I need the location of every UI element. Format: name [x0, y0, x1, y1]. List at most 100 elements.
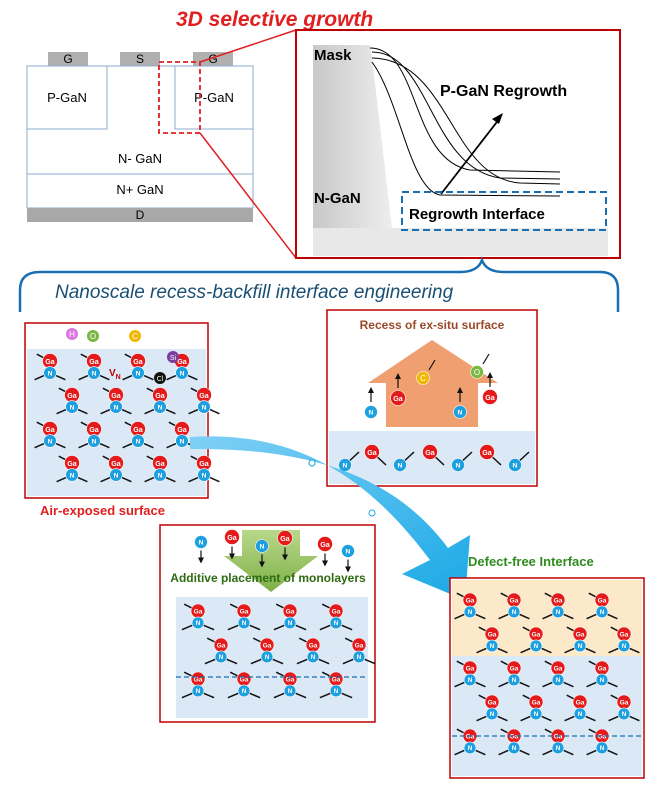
deposition-arrowhead [345, 566, 351, 573]
n-atom-label: N [219, 654, 224, 661]
n-atom-label: N [136, 370, 141, 377]
flow-step-marker-1 [308, 459, 316, 467]
n-atom [87, 366, 101, 380]
substrate-layer-bg [452, 656, 642, 776]
n-atom [451, 458, 465, 472]
n-atom-label: N [456, 462, 461, 469]
desorption-arrowhead [457, 387, 463, 393]
n-atom-label: N [242, 688, 247, 695]
ga-atom [364, 444, 380, 460]
drain-contact [27, 208, 253, 222]
ga-atom-label: Ga [133, 358, 143, 366]
pgan-left-region [26, 65, 108, 130]
n-atom [341, 544, 355, 558]
contaminant-label: O [474, 368, 480, 377]
defect-free-lattice: GaNGaNGaNGaNGaNGaNGaNGaNGaNGaNGaNGaNGaNG… [454, 592, 640, 756]
n-atom-label: N [556, 677, 561, 684]
n-atom [43, 366, 57, 380]
ga-atom-label: Ga [155, 392, 165, 400]
ga-atom [317, 536, 333, 552]
n-atom-label: N [512, 677, 517, 684]
ga-atom-label: Ga [554, 666, 563, 673]
air-exposed-caption: Air-exposed surface [40, 503, 165, 518]
figure-title: 3D selective growth [176, 8, 373, 31]
n-atom [109, 468, 123, 482]
oxygen-label: O [90, 332, 96, 341]
ga-atom [422, 444, 438, 460]
ga-atom-label: Ga [263, 643, 272, 650]
n-atom [255, 539, 269, 553]
n-atom-label: N [288, 620, 293, 627]
n-atom-label: N [490, 711, 495, 718]
ga-atom-label: Ga [620, 632, 629, 639]
ga-atom-label: Ga [332, 677, 341, 684]
device-cross-section: G S G P-GaN P-GaN N- GaN N+ GaN D [26, 52, 254, 222]
ga-atom-label: Ga [194, 609, 203, 616]
n-atom-label: N [242, 620, 247, 627]
deposition-arrowhead [282, 554, 288, 561]
ga-atom-label: Ga [227, 534, 237, 542]
ga-atom-label: Ga [199, 392, 209, 400]
ga-atom-label: Ga [240, 677, 249, 684]
deposition-arrowhead [229, 553, 235, 560]
n-atom-label: N [343, 462, 348, 469]
n-atom-label: N [490, 643, 495, 650]
silicon-label: Si [170, 355, 177, 362]
n-atom-label: N [334, 688, 339, 695]
zoom-connector-top [199, 29, 297, 63]
n-atom-label: N [70, 472, 75, 479]
regrown-layer-bg [452, 580, 642, 656]
zoom-connector-bottom [199, 132, 297, 259]
desorption-arrow [428, 359, 436, 371]
n-atom [191, 616, 205, 630]
ga-atom-label: Ga [466, 666, 475, 673]
ga-atom-label: Ga [45, 358, 55, 366]
n-atom-label: N [578, 643, 583, 650]
n-atom [595, 605, 609, 619]
n-atom [617, 639, 631, 653]
flow-step-marker-2 [368, 509, 376, 517]
ga-atom [482, 389, 498, 405]
deposition-arrowhead [259, 561, 265, 568]
ga-atom-label: Ga [367, 449, 377, 457]
n-atom-label: N [114, 472, 119, 479]
n-atom [43, 434, 57, 448]
section-brace [18, 256, 620, 312]
ga-atom-label: Ga [532, 632, 541, 639]
n-atom-label: N [92, 438, 97, 445]
growth-curve-2 [371, 51, 561, 180]
n-atom [260, 650, 274, 664]
n-atom-label: N [468, 609, 473, 616]
nitrogen-vacancy-label: VN [109, 368, 121, 381]
growth-curve-1 [369, 47, 561, 173]
n-atom-label: N [70, 404, 75, 411]
n-atom [485, 707, 499, 721]
recess-title: Recess of ex-situ surface [360, 318, 505, 332]
n-atom [453, 405, 467, 419]
process-flow-arrow [190, 436, 470, 600]
selected-region-box [158, 61, 201, 134]
ga-atom [390, 390, 406, 406]
n-atom-label: N [600, 745, 605, 752]
n-atom [283, 616, 297, 630]
gate-left-contact [48, 52, 88, 66]
n-atom-label: N [196, 688, 201, 695]
ga-atom-label: Ga [466, 734, 475, 741]
n-atom [352, 650, 366, 664]
ga-atom-label: Ga [177, 358, 187, 366]
n-atom [153, 468, 167, 482]
n-atom [551, 673, 565, 687]
ga-atom-label: Ga [286, 609, 295, 616]
n-atom-label: N [202, 404, 207, 411]
n-atom-label: N [202, 472, 207, 479]
n-atom-label: N [346, 548, 351, 555]
n-atom [237, 684, 251, 698]
n-atom [87, 434, 101, 448]
ga-atom-label: Ga [111, 460, 121, 468]
ga-atom-label: Ga [89, 426, 99, 434]
n-atom-label: N [534, 711, 539, 718]
interface-highlight-box [401, 191, 607, 231]
air-exposed-panel: GaNGaNGaNGaNGaNGaNGaNGaNGaNGaNGaNGaNGaNG… [24, 322, 220, 499]
